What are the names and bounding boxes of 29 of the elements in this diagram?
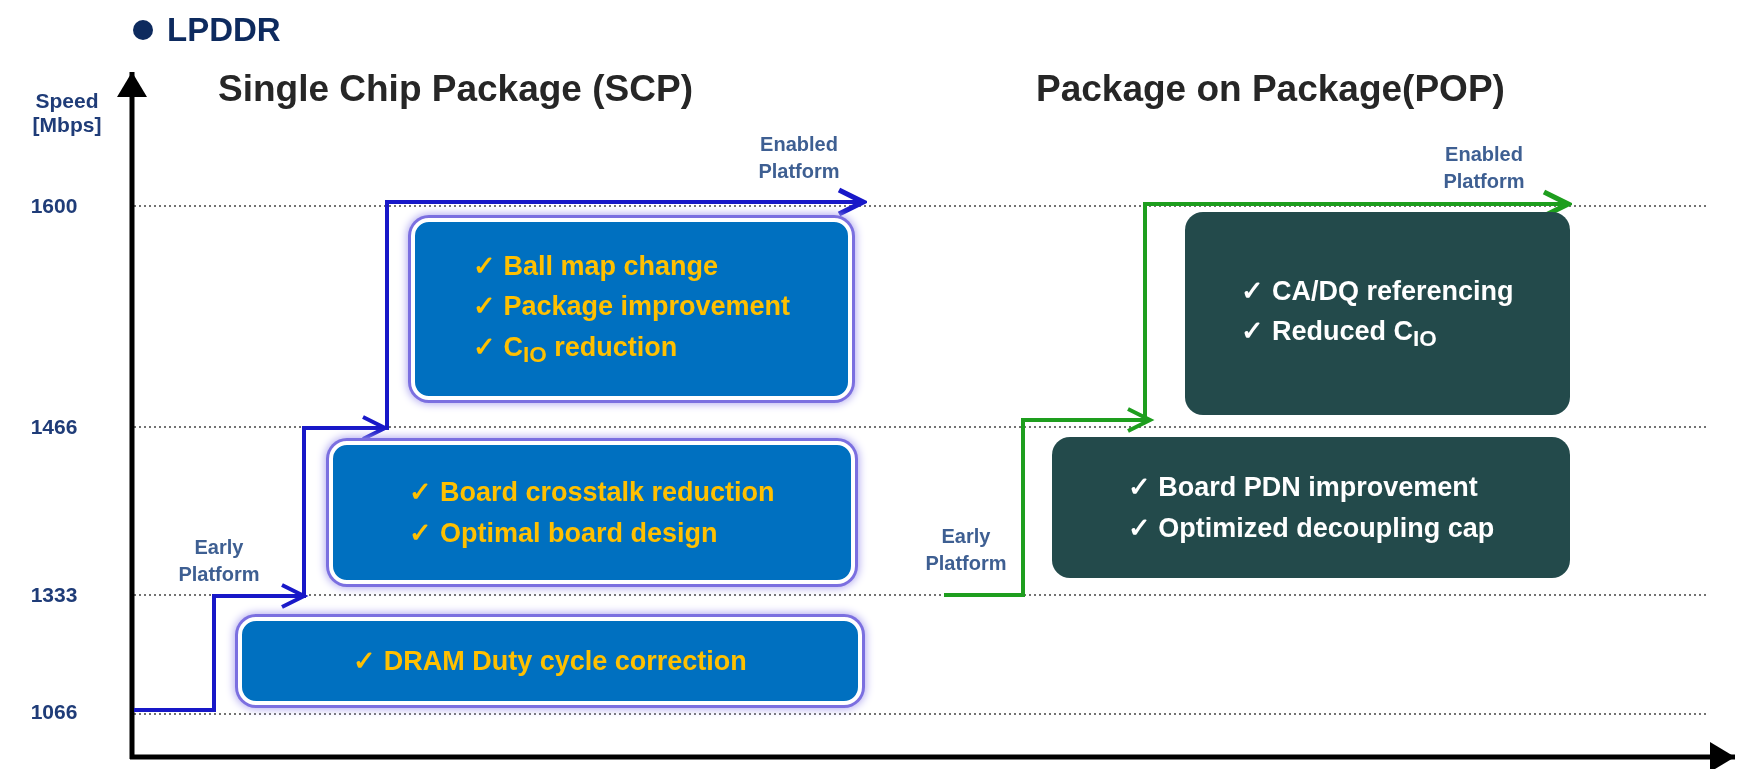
checklist-item: ✓ DRAM Duty cycle correction	[353, 644, 747, 678]
platform-label: Early Platform	[177, 535, 261, 587]
checklist-item: ✓ Optimal board design	[409, 516, 719, 550]
improvement-box	[329, 441, 855, 584]
tick-label: 1333	[30, 583, 78, 607]
checklist-item: ✓ Package improvement	[472, 290, 791, 324]
platform-label: Enabled Platform	[1442, 142, 1526, 194]
section-heading: Single Chip Package (SCP)	[218, 68, 693, 110]
section-heading: Package on Package(POP)	[1036, 68, 1505, 110]
improvement-box	[1052, 437, 1570, 578]
tick-label: 1600	[30, 194, 78, 218]
checklist-item: ✓ Reduced C$_{IO}$	[1241, 315, 1438, 354]
checklist-item: ✓ Board PDN improvement	[1127, 471, 1479, 504]
tick-label: 1466	[30, 415, 78, 439]
platform-label: Enabled Platform	[757, 132, 841, 184]
checklist-item: ✓ Optimized decoupling cap	[1127, 511, 1495, 545]
improvement-box	[1185, 212, 1570, 415]
improvement-box	[411, 218, 852, 400]
platform-label: Early Platform	[924, 524, 1008, 576]
checklist-item: ✓ C$_{IO}$ reduction	[472, 330, 679, 370]
title: LPDDR	[167, 11, 281, 49]
tick-label: 1066	[30, 700, 78, 724]
speed-step-arrow	[134, 187, 866, 712]
checklist-item: ✓ Ball map change	[472, 249, 719, 283]
checklist-item: ✓ Board crosstalk reduction	[409, 476, 775, 509]
axis-title: Speed [Mbps]	[31, 89, 103, 137]
speed-step-arrow	[944, 189, 1571, 597]
checklist-item: ✓ CA/DQ referencing	[1241, 274, 1514, 308]
improvement-box	[238, 617, 862, 705]
